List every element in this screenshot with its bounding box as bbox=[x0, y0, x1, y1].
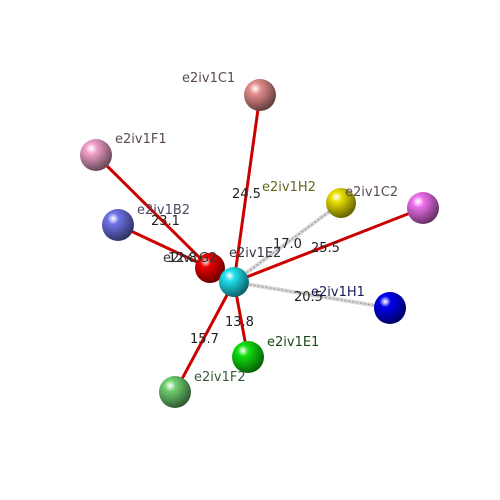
atom-e2iv1c2[interactable] bbox=[407, 192, 439, 224]
atom-e2iv1e2[interactable] bbox=[219, 267, 249, 297]
atom-e2iv1f1[interactable] bbox=[80, 139, 112, 171]
atom-e2iv1g2[interactable] bbox=[195, 253, 225, 283]
bond-e2iv1g2-e2iv1f2 bbox=[173, 280, 236, 394]
atom-e2iv1e1[interactable] bbox=[232, 341, 264, 373]
bond-e2iv1g2-e2iv1f1 bbox=[94, 153, 212, 270]
atom-e2iv1c1[interactable] bbox=[244, 79, 276, 111]
label-layer: 24.5 23.1 17.0 25.5 20.5 13.8 15.7 12.8 e2iv1C1 e… bbox=[115, 71, 398, 385]
atom-e2iv1h2[interactable] bbox=[326, 188, 356, 218]
atom-label-e2iv1e1: e2iv1E1 bbox=[267, 335, 319, 350]
bond-value-e2iv1g2-e2iv1b2: 23.1 bbox=[151, 214, 180, 229]
bond-value-e2iv1g2-e2iv1c1: 24.5 bbox=[232, 187, 261, 202]
bond-e2iv1g2-e2iv1c1 bbox=[232, 93, 262, 284]
bond-e2iv1e2-e2iv1h2 bbox=[232, 201, 343, 284]
atom-label-e2iv1c2: e2iv1C2 bbox=[345, 185, 398, 200]
bond-layer bbox=[94, 93, 425, 394]
atom-label-e2iv1f2: e2iv1F2 bbox=[194, 370, 246, 385]
atom-label-e2iv1c1: e2iv1C1 bbox=[182, 71, 235, 86]
atom-e2iv1h1[interactable] bbox=[374, 292, 406, 324]
atom-label-e2iv1h1: e2iv1H1 bbox=[311, 285, 365, 300]
atom-label-e2iv1f1: e2iv1F1 bbox=[115, 132, 167, 147]
bond-value-e2iv1e2-e2iv1h2: 17.0 bbox=[273, 237, 302, 252]
atom-label-e2iv1h2: e2iv1H2 bbox=[262, 180, 316, 195]
bond-value-e2iv1g2-e2iv1e2: 12.8 bbox=[168, 251, 197, 266]
bond-value-e2iv1g2-e2iv1e1: 13.8 bbox=[225, 315, 254, 330]
atom-layer bbox=[80, 79, 439, 408]
bond-value-e2iv1g2-e2iv1f2: 15.7 bbox=[190, 332, 219, 347]
bond-e2iv1e2-e2iv1h1 bbox=[232, 280, 392, 310]
bond-e2iv1g2-e2iv1c2 bbox=[232, 206, 425, 284]
atom-e2iv1b2[interactable] bbox=[102, 209, 134, 241]
atom-label-e2iv1e2: e2iv1E2 bbox=[229, 246, 281, 261]
bond-e2iv1g2-e2iv1b2 bbox=[116, 223, 212, 270]
atom-e2iv1f2[interactable] bbox=[159, 376, 191, 408]
atom-label-e2iv1b2: e2iv1B2 bbox=[137, 203, 190, 218]
atom-label-e2iv1g2: e2iv1G2 bbox=[163, 251, 217, 266]
bond-value-e2iv1e2-e2iv1h1: 20.5 bbox=[294, 290, 323, 305]
bond-value-e2iv1g2-e2iv1c2: 25.5 bbox=[311, 241, 340, 256]
